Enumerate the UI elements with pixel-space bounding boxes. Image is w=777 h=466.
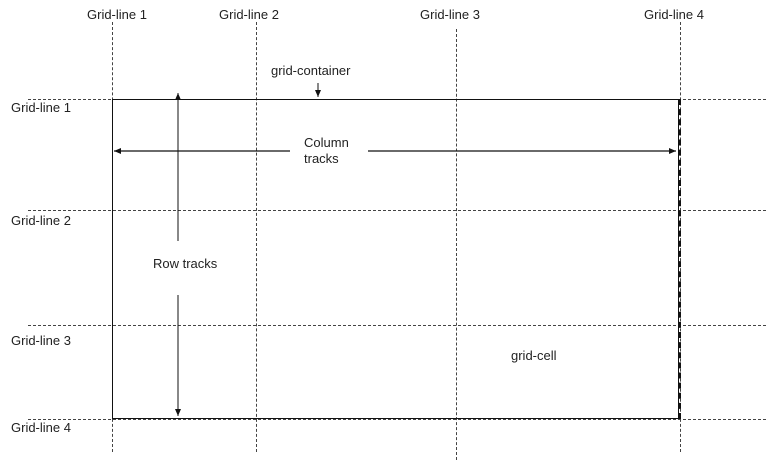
row-gridline-4 bbox=[28, 419, 766, 420]
row-gridline-label-1: Grid-line 1 bbox=[11, 100, 71, 115]
grid-cell-label: grid-cell bbox=[511, 348, 557, 363]
column-gridline-3 bbox=[456, 29, 457, 460]
column-tracks-label-line1: Column bbox=[304, 135, 349, 150]
row-gridline-3 bbox=[28, 325, 766, 326]
row-gridline-label-2: Grid-line 2 bbox=[11, 213, 71, 228]
grid-container-box bbox=[112, 99, 679, 419]
column-gridline-label-4: Grid-line 4 bbox=[644, 7, 704, 22]
column-tracks-label: Column tracks bbox=[304, 135, 360, 167]
row-tracks-label: Row tracks bbox=[153, 256, 218, 271]
row-gridline-label-3: Grid-line 3 bbox=[11, 333, 71, 348]
column-gridline-label-1: Grid-line 1 bbox=[87, 7, 147, 22]
grid-container-right-edge bbox=[679, 99, 681, 419]
column-gridline-label-3: Grid-line 3 bbox=[420, 7, 480, 22]
column-gridline-2 bbox=[256, 22, 257, 452]
column-tracks-label-line2: tracks bbox=[304, 151, 339, 166]
row-gridline-label-4: Grid-line 4 bbox=[11, 420, 71, 435]
column-gridline-label-2: Grid-line 2 bbox=[219, 7, 279, 22]
grid-container-label: grid-container bbox=[271, 63, 351, 78]
row-gridline-2 bbox=[28, 210, 766, 211]
